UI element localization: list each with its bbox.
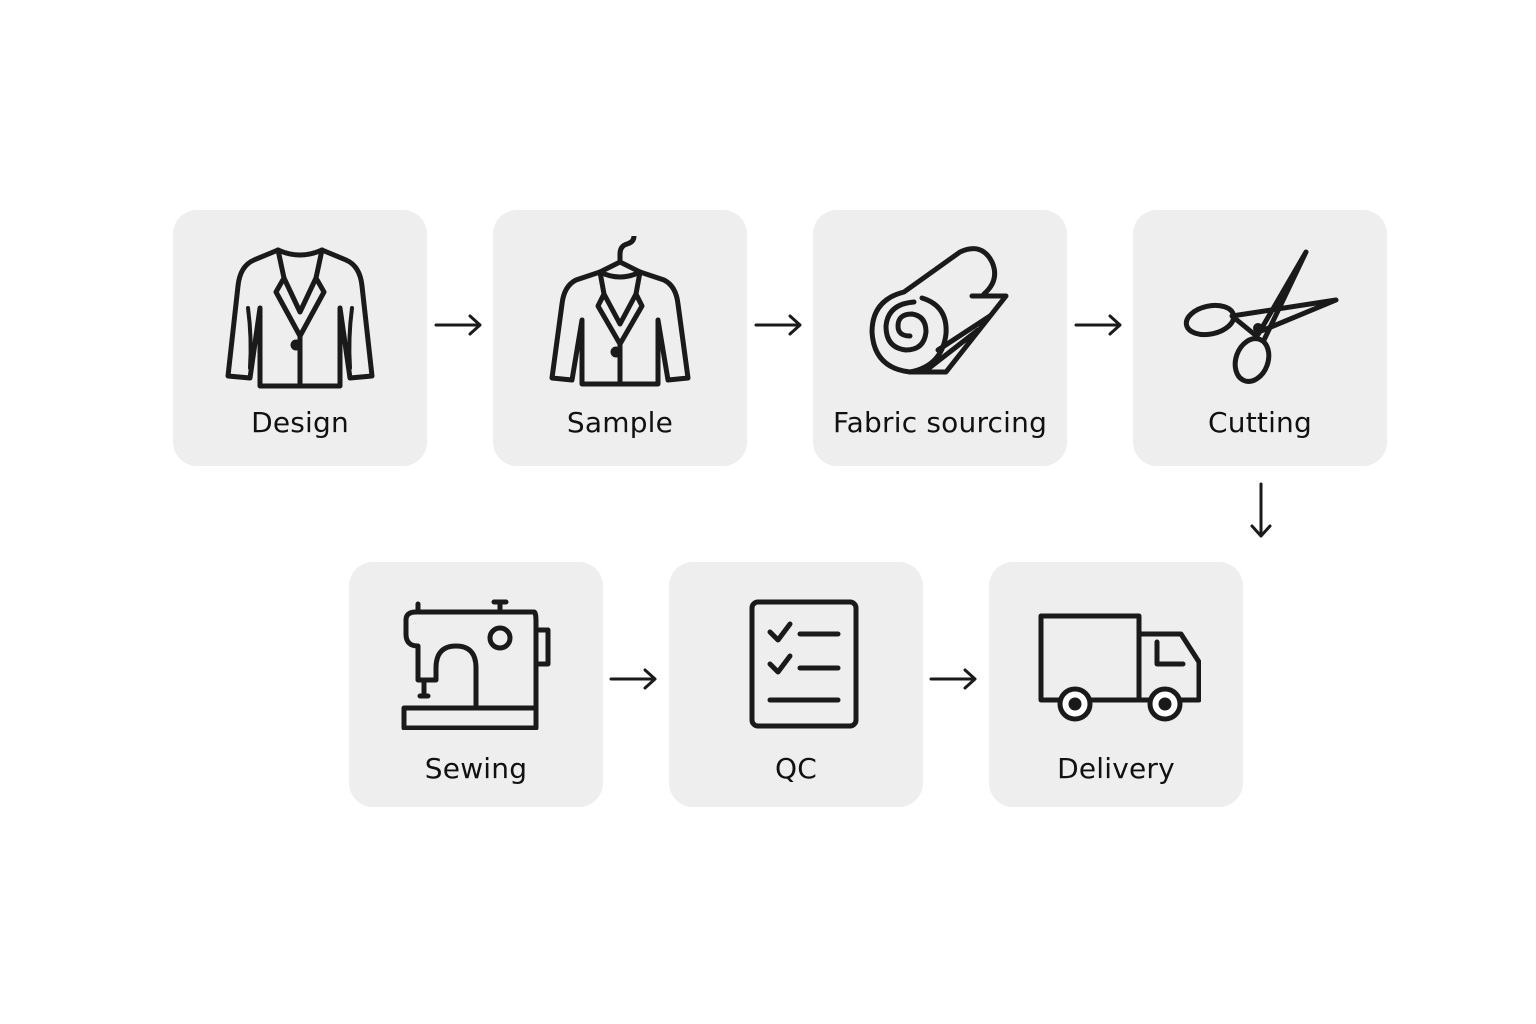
arrow-right-icon (609, 666, 659, 692)
arrow-right-icon (754, 312, 804, 338)
step-label: Design (251, 406, 349, 439)
step-label: QC (775, 752, 817, 785)
sewing-machine-icon (349, 598, 603, 730)
arrow-right-icon (1074, 312, 1124, 338)
arrow-down-icon (1248, 482, 1274, 540)
step-delivery: Delivery (989, 562, 1243, 807)
step-cutting: Cutting (1133, 210, 1387, 466)
step-design: Design (173, 210, 427, 466)
blazer-icon (173, 238, 427, 408)
arrow-right-icon (929, 666, 979, 692)
truck-icon (989, 606, 1243, 726)
step-label: Sample (566, 406, 674, 439)
step-fabric-sourcing: Fabric sourcing (813, 210, 1067, 466)
scissors-icon (1133, 246, 1387, 386)
step-sample: Sample (493, 210, 747, 466)
checklist-icon (669, 598, 923, 730)
step-label: Fabric sourcing (832, 406, 1048, 439)
step-qc: QC (669, 562, 923, 807)
hanger-jacket-icon (493, 236, 747, 396)
step-label: Sewing (424, 752, 528, 785)
step-sewing: Sewing (349, 562, 603, 807)
arrow-right-icon (434, 312, 484, 338)
fabric-roll-icon (813, 240, 1067, 380)
step-label: Delivery (1057, 752, 1175, 785)
step-label: Cutting (1208, 406, 1312, 439)
